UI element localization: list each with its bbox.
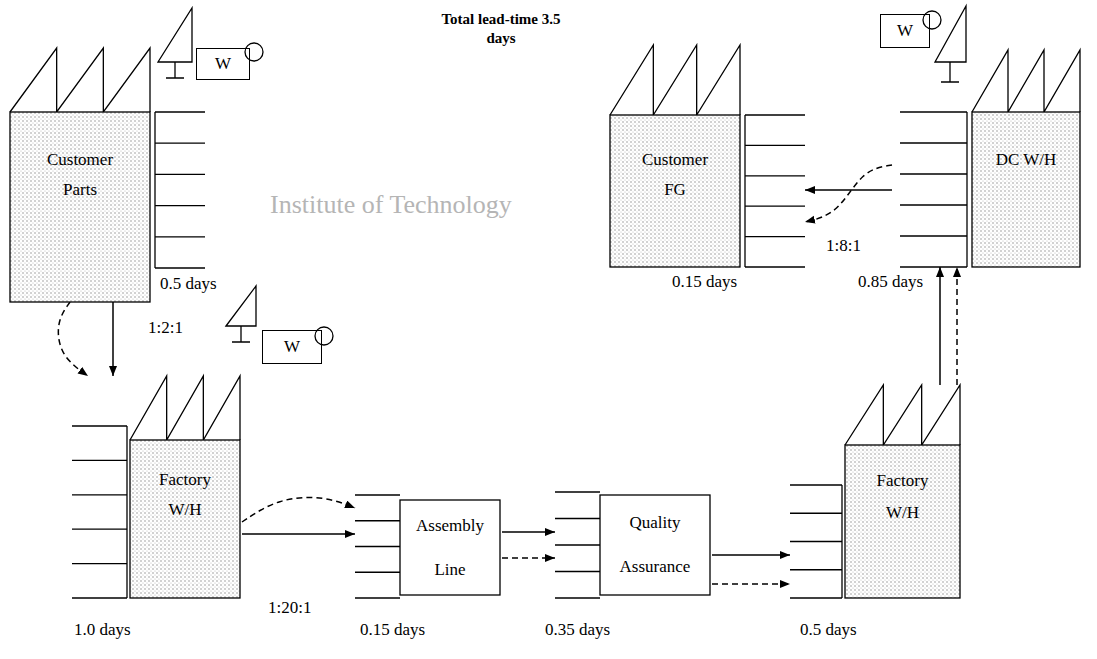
factory-roof bbox=[610, 45, 740, 115]
information-flow bbox=[956, 267, 958, 385]
node-label: W bbox=[897, 21, 913, 41]
inventory-rack bbox=[355, 495, 400, 598]
node-label: W bbox=[284, 337, 300, 357]
ratio-label: 1:2:1 bbox=[148, 318, 183, 338]
material-flow bbox=[939, 267, 941, 385]
factory-roof bbox=[130, 376, 240, 440]
node-outline bbox=[790, 385, 962, 598]
node-label: Quality Assurance bbox=[612, 501, 698, 589]
material-flow bbox=[242, 533, 355, 535]
factory-roof bbox=[10, 48, 150, 112]
factory-body bbox=[130, 440, 240, 598]
factory-roof bbox=[845, 385, 960, 445]
withdrawal-kanban: W bbox=[196, 48, 250, 80]
process-box: Quality Assurance bbox=[555, 492, 712, 598]
process-outline bbox=[400, 500, 500, 595]
node-label: Assembly Line bbox=[407, 504, 493, 592]
inventory-rack bbox=[155, 112, 205, 268]
inventory-rack bbox=[900, 112, 967, 267]
node-outline bbox=[10, 48, 210, 302]
factory-body bbox=[10, 112, 150, 302]
inventory-rack bbox=[555, 492, 600, 598]
node-outline bbox=[555, 492, 712, 598]
ratio-label: 1:20:1 bbox=[268, 598, 311, 618]
information-flow bbox=[242, 497, 355, 522]
material-flow bbox=[805, 189, 892, 191]
information-flow bbox=[502, 557, 555, 559]
node-label: W bbox=[215, 54, 231, 74]
diagram-title: Total lead-time 3.5 days bbox=[440, 10, 562, 48]
lead-time-label: 0.35 days bbox=[545, 620, 610, 640]
factory-roof bbox=[972, 50, 1080, 112]
lead-time-label: 0.5 days bbox=[160, 274, 217, 294]
factory-icon: Factory W/H bbox=[790, 385, 962, 598]
lead-time-label: 0.15 days bbox=[672, 272, 737, 292]
information-flow bbox=[58, 302, 88, 376]
node-outline bbox=[72, 376, 242, 598]
process-outline bbox=[600, 495, 710, 595]
node-label: DC W/H bbox=[996, 145, 1057, 175]
factory-icon: DC W/H bbox=[892, 50, 1082, 267]
material-flow bbox=[112, 302, 114, 376]
factory-icon: Customer Parts bbox=[10, 48, 210, 302]
factory-body bbox=[845, 445, 960, 598]
lead-time-label: 0.15 days bbox=[360, 620, 425, 640]
factory-body bbox=[610, 115, 740, 267]
ratio-label: 1:8:1 bbox=[826, 236, 861, 256]
node-label: Customer Parts bbox=[37, 145, 123, 205]
factory-icon: Factory W/H bbox=[72, 376, 242, 598]
material-flow bbox=[712, 554, 790, 556]
node-label: Customer FG bbox=[632, 145, 718, 205]
factory-icon: Customer FG bbox=[610, 45, 805, 267]
withdrawal-kanban: W bbox=[262, 330, 322, 364]
node-outline bbox=[355, 495, 502, 598]
information-flow bbox=[712, 583, 790, 585]
node-label: Factory W/H bbox=[142, 465, 228, 525]
withdrawal-kanban: W bbox=[880, 14, 930, 48]
inventory-rack bbox=[745, 115, 805, 267]
lead-time-label: 1.0 days bbox=[74, 620, 131, 640]
kanban-post bbox=[158, 6, 966, 342]
factory-body bbox=[972, 112, 1080, 267]
node-label: Factory W/H bbox=[860, 465, 946, 529]
inventory-rack bbox=[72, 426, 127, 598]
watermark: Institute of Technology bbox=[270, 190, 512, 220]
information-flow bbox=[805, 165, 892, 222]
inventory-rack bbox=[790, 485, 842, 598]
material-flow bbox=[502, 531, 555, 533]
lead-time-label: 0.85 days bbox=[858, 272, 923, 292]
kanban-signal bbox=[245, 11, 941, 345]
lead-time-label: 0.5 days bbox=[800, 620, 857, 640]
process-box: Assembly Line bbox=[355, 495, 502, 598]
